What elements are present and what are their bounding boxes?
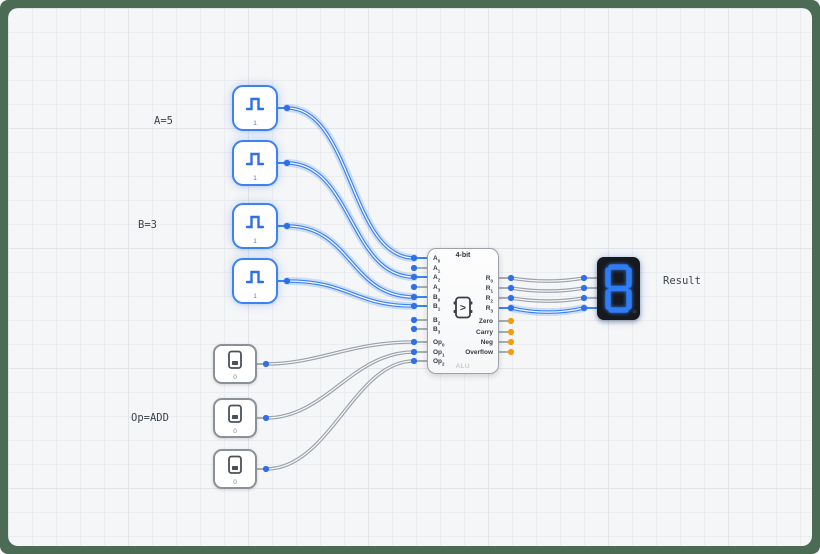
pin-dot[interactable]: [580, 294, 588, 302]
switch-icon: [226, 404, 244, 430]
alu-subtitle: ALU: [455, 363, 471, 370]
pin-label-neg: Neg: [480, 339, 493, 346]
pin-dot[interactable]: [410, 302, 418, 310]
pin-dot[interactable]: [283, 159, 291, 167]
pin-dot[interactable]: [410, 316, 418, 324]
pin-label-a2: A2: [433, 274, 441, 283]
circuit-world: A=5 B=3 Op=ADD Result 1 1 1: [8, 8, 812, 546]
pin-label-a1: A1: [433, 265, 441, 274]
pin-label-carry: Carry: [476, 329, 493, 336]
pin-dot[interactable]: [283, 277, 291, 285]
pin-dot[interactable]: [283, 104, 291, 112]
pin-label-r0: R0: [485, 275, 493, 284]
pulse-icon: [242, 152, 268, 174]
pin-dot[interactable]: [580, 304, 588, 312]
decimal-point: [632, 309, 637, 314]
pin-dot-unconnected[interactable]: [507, 338, 515, 346]
pulse-input-a0[interactable]: 1: [232, 85, 278, 131]
pin-label-b1: B1: [433, 303, 441, 312]
pin-dot[interactable]: [580, 274, 588, 282]
annotation-b: B=3: [138, 219, 157, 231]
pulse-value: 1: [253, 238, 257, 245]
alu-title: 4-bit: [455, 252, 471, 259]
pin-dot[interactable]: [262, 414, 270, 422]
wire-a0-to-alu[interactable]: [287, 108, 414, 258]
pin-dot[interactable]: [410, 338, 418, 346]
pin-dot[interactable]: [507, 274, 515, 282]
wire-b0-to-alu[interactable]: [287, 226, 414, 297]
pin-dot[interactable]: [410, 293, 418, 301]
pin-dot[interactable]: [507, 284, 515, 292]
pin-label-r3: R3: [485, 305, 493, 314]
annotation-op: Op=ADD: [131, 412, 169, 424]
wire-layer: [257, 8, 598, 473]
pin-label-r1: R1: [485, 285, 493, 294]
pulse-icon: [242, 270, 268, 292]
pin-label-b3: B3: [433, 326, 441, 335]
pin-dot[interactable]: [283, 222, 291, 230]
pin-dot-unconnected[interactable]: [507, 348, 515, 356]
alu-chip[interactable]: 4-bit A0 A1 A2 A3 B0 B1 B2 B3 Op0 Op1 Op…: [427, 248, 499, 374]
pin-label-op0: Op0: [433, 339, 445, 348]
pin-label-op2: Op2: [433, 358, 445, 367]
pin-label-a0: A0: [433, 255, 441, 264]
annotation-a: A=5: [154, 115, 173, 127]
switch-value: 0: [233, 428, 237, 435]
pin-dot[interactable]: [410, 264, 418, 272]
pin-dot[interactable]: [410, 357, 418, 365]
pulse-value: 1: [253, 175, 257, 182]
annotation-result: Result: [663, 275, 701, 287]
pin-dot[interactable]: [410, 254, 418, 262]
op-switch-op2[interactable]: 0: [213, 449, 257, 489]
switch-value: 0: [233, 374, 237, 381]
pin-label-zero: Zero: [478, 318, 493, 325]
wire-r1-to-display[interactable]: [509, 286, 586, 293]
svg-text:>: >: [460, 302, 466, 314]
pulse-input-a2[interactable]: 1: [232, 140, 278, 186]
pin-dot[interactable]: [262, 360, 270, 368]
pin-dot[interactable]: [410, 325, 418, 333]
pin-label-b2: B2: [433, 317, 441, 326]
pulse-icon: [242, 97, 268, 119]
pin-dot[interactable]: [410, 348, 418, 356]
switch-value: 0: [233, 479, 237, 486]
wire-op0-to-alu[interactable]: [264, 340, 416, 366]
pin-label-r2: R2: [485, 295, 493, 304]
pin-dot[interactable]: [580, 284, 588, 292]
switch-icon: [226, 455, 244, 481]
pin-stubs: [257, 267, 598, 470]
switch-icon: [226, 350, 244, 376]
op-switch-op1[interactable]: 0: [213, 398, 257, 438]
pulse-input-b1[interactable]: 1: [232, 258, 278, 304]
pin-label-a3: A3: [433, 284, 441, 293]
pulse-value: 1: [253, 120, 257, 127]
pin-dot-unconnected[interactable]: [507, 317, 515, 325]
circuit-canvas[interactable]: A=5 B=3 Op=ADD Result 1 1 1: [8, 8, 812, 546]
pin-dots: [262, 104, 588, 473]
pin-stubs-active: [278, 107, 598, 309]
pulse-input-b0[interactable]: 1: [232, 203, 278, 249]
seven-segment-display[interactable]: 8: [597, 257, 640, 320]
pin-dot[interactable]: [507, 304, 515, 312]
pin-dot[interactable]: [410, 283, 418, 291]
pulse-value: 1: [253, 293, 257, 300]
pin-label-overflow: Overflow: [465, 349, 493, 356]
pin-dot-unconnected[interactable]: [507, 328, 515, 336]
wire-r0-to-display[interactable]: [509, 276, 586, 283]
wire-r3-to-display[interactable]: [511, 308, 584, 312]
seven-segment-digit: [605, 264, 637, 314]
alu-chip-icon: >: [449, 293, 477, 328]
pulse-icon: [242, 215, 268, 237]
op-switch-op0[interactable]: 0: [213, 344, 257, 384]
pin-dot[interactable]: [262, 465, 270, 473]
pin-label-op1: Op1: [433, 349, 445, 358]
wire-r2-to-display[interactable]: [509, 296, 586, 303]
pin-dot[interactable]: [507, 294, 515, 302]
pin-dot[interactable]: [410, 273, 418, 281]
pin-label-b0: B0: [433, 294, 441, 303]
